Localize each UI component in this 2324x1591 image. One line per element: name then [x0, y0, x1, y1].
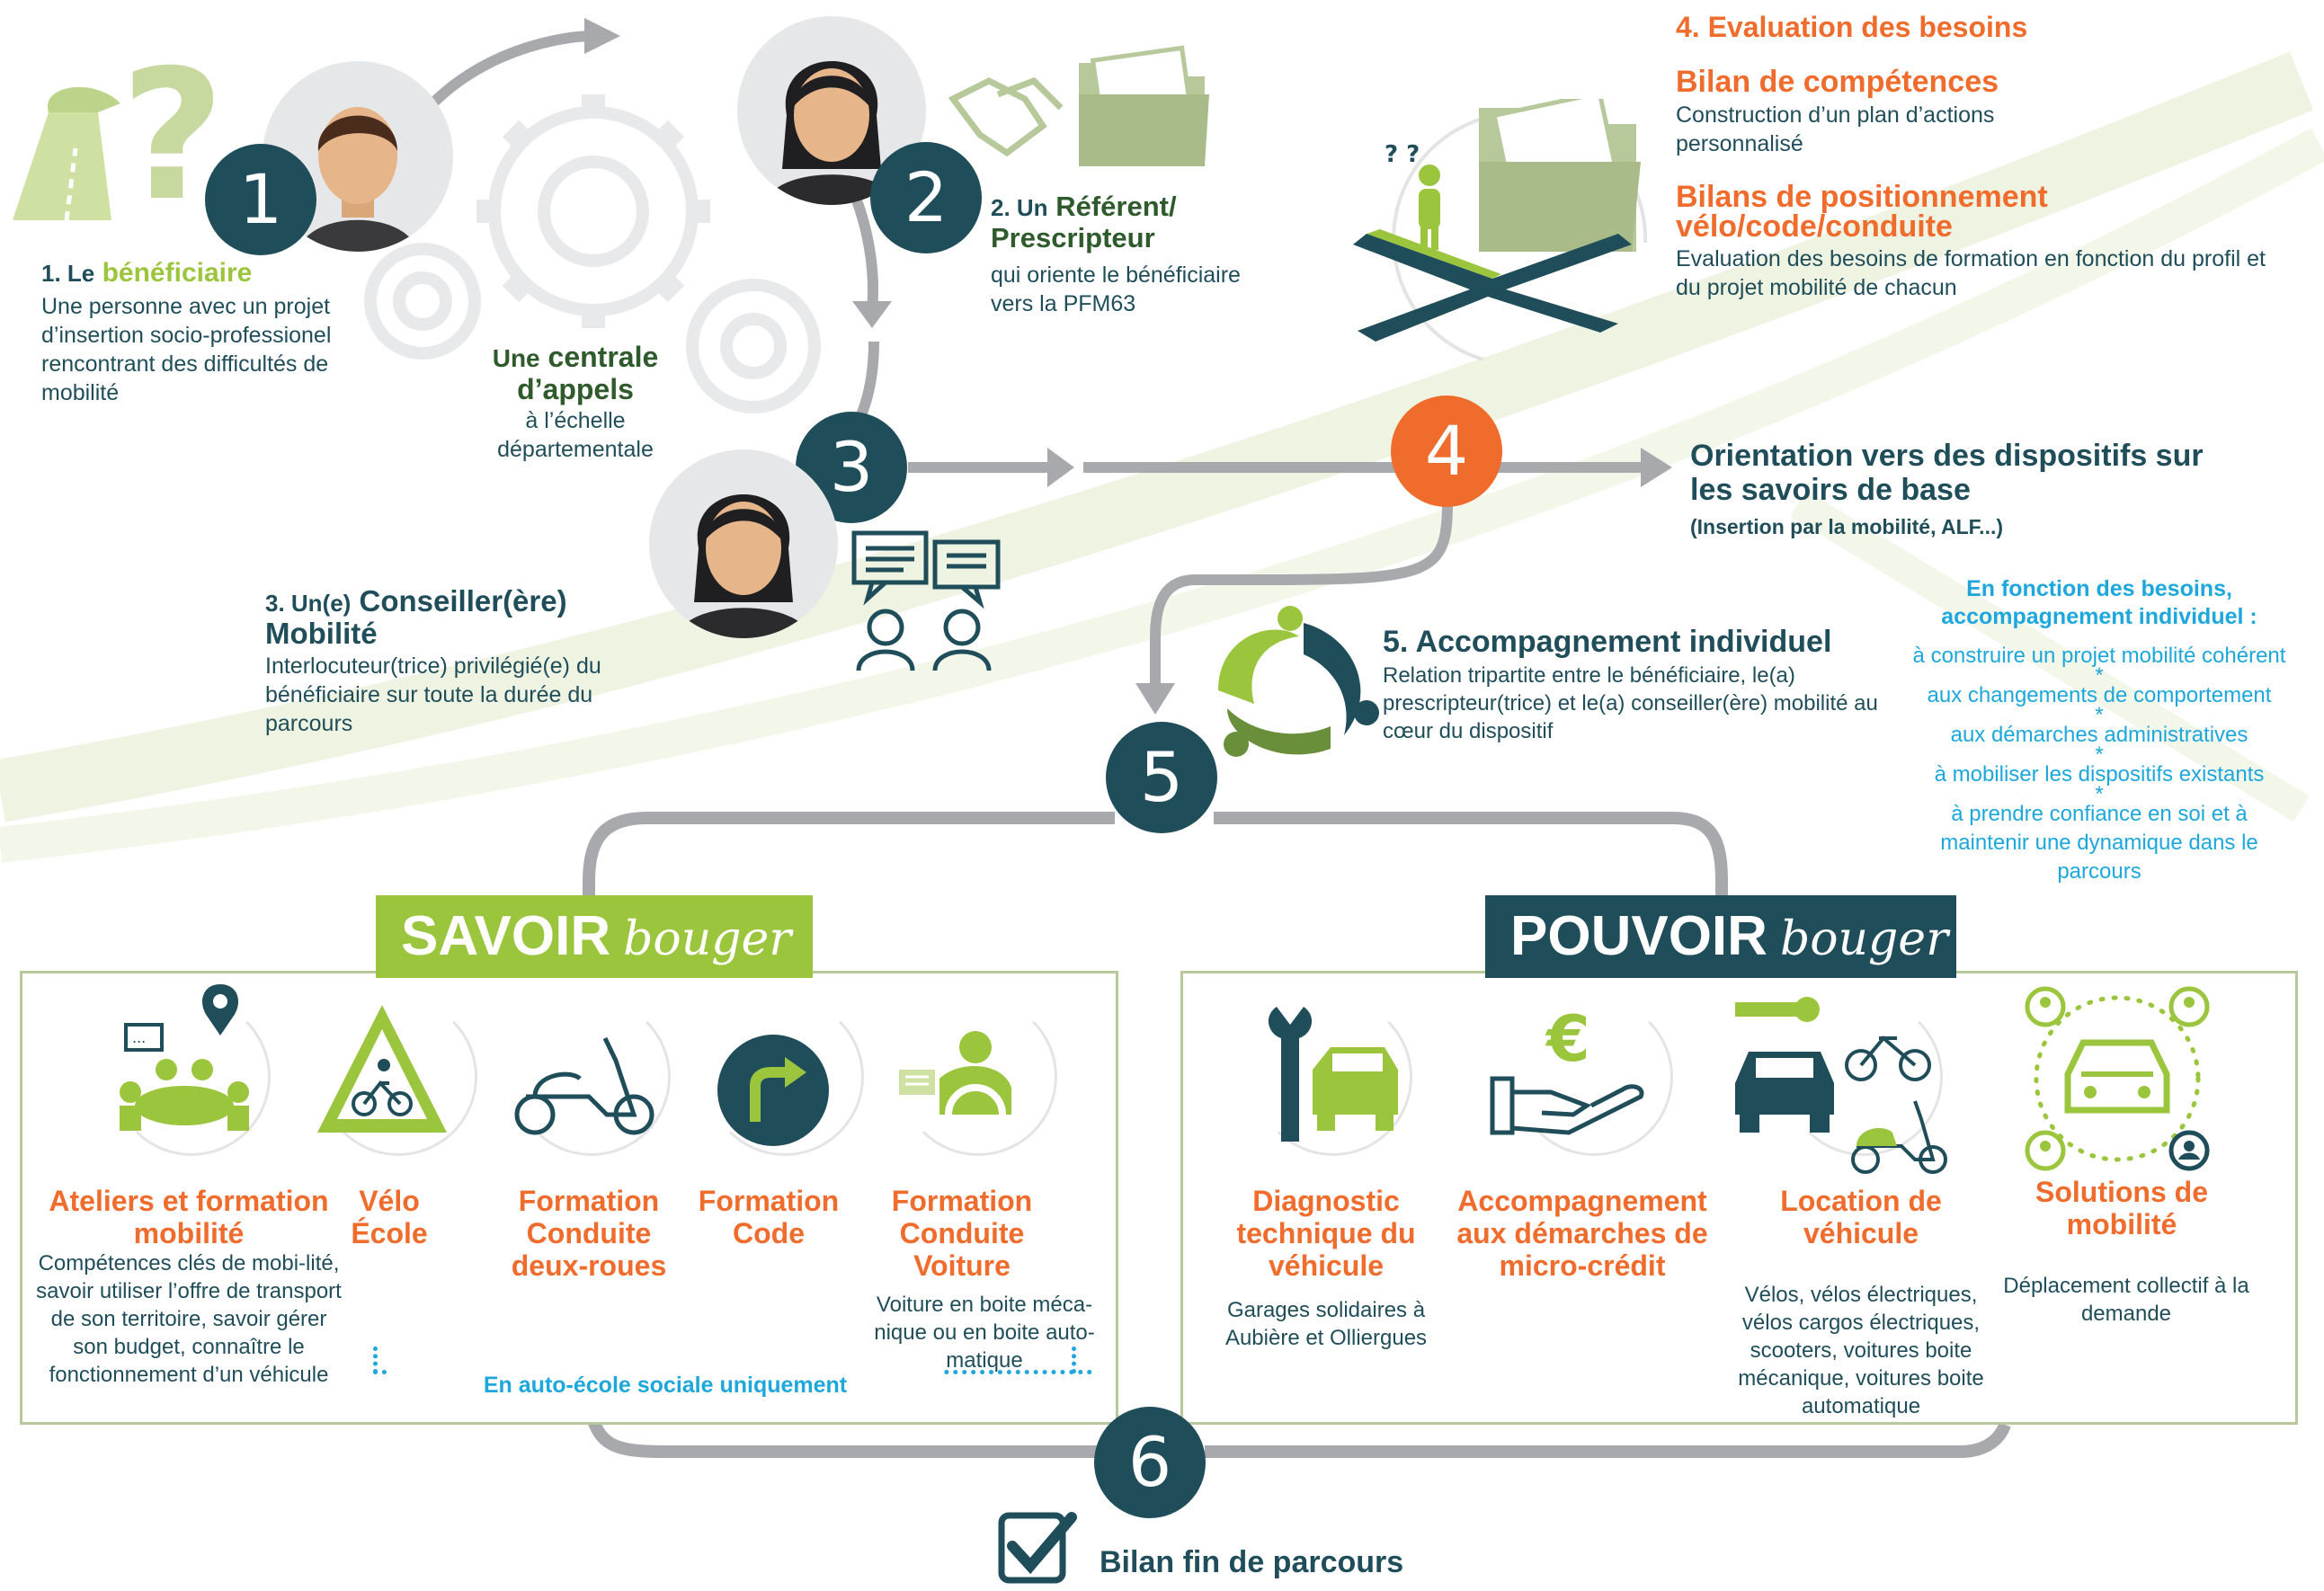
savoir-card-title: Formation Conduite Voiture — [891, 1185, 1033, 1282]
savoir-card-description: Compétences clés de mobi-lité, savoir ut… — [36, 1251, 342, 1387]
needs-separator: * — [2095, 703, 2104, 727]
savoir-card-title: Formation Code — [698, 1185, 840, 1249]
step-5-title: 5. Accompagnement individuel — [1383, 625, 1832, 659]
wrench-car-icon — [1250, 998, 1402, 1151]
auto-ecole-bracket-left — [373, 1347, 378, 1373]
orientation-subtitle: (Insertion par la mobilité, ALF...) — [1690, 515, 2004, 538]
savoir-card-circle — [319, 998, 477, 1156]
central-title: Une centrale d’appels — [492, 341, 659, 405]
auto-ecole-sociale-label: En auto-école sociale uniquement — [387, 1370, 944, 1400]
savoir-card-title: Formation Conduite deux-roues — [511, 1185, 667, 1282]
pouvoir-card-circle — [1515, 998, 1673, 1156]
pouvoir-card-title: Accompagnement aux démarches de micro-cr… — [1456, 1185, 1708, 1282]
needs-panel: En fonction des besoins, accompagnement … — [1879, 575, 2320, 886]
needs-separator: * — [2095, 663, 2104, 688]
needs-item-1: à construire un projet mobilité cohérent — [1912, 644, 2286, 668]
svg-text:...: ... — [132, 1029, 146, 1046]
step-4-title: 4. Evaluation des besoins — [1676, 11, 2028, 43]
bilans-positionnement-description: Evaluation des besoins de formation en f… — [1676, 246, 2266, 300]
avatar-referent — [737, 16, 926, 205]
bilans-positionnement-title: Bilans de positionnement vélo/code/condu… — [1676, 180, 2048, 244]
bike-sign-icon — [310, 998, 454, 1142]
euro-hand-icon: € — [1488, 1002, 1650, 1142]
svg-text:€: € — [1545, 1007, 1590, 1076]
bilan-competences-description: Construction d’un plan d’actions personn… — [1676, 102, 1995, 156]
chat-people-icon — [850, 529, 1002, 672]
step-1-badge: 1 — [205, 144, 316, 255]
pouvoir-card-title: Solutions de mobilité — [2035, 1176, 2208, 1240]
needs-separator: * — [2095, 782, 2104, 806]
pouvoir-card-description: Déplacement collectif à la demande — [2003, 1274, 2249, 1326]
shared-car-icon — [2018, 980, 2216, 1178]
step-5-description: Relation tripartite entre le bénéficiair… — [1383, 663, 1878, 743]
savoir-card-circle — [512, 998, 671, 1156]
step-2-badge: 2 — [870, 142, 982, 253]
pouvoir-card-description: Garages solidaires à Aubière et Olliergu… — [1224, 1298, 1428, 1350]
step-6-title: Bilan fin de parcours — [1100, 1545, 1404, 1579]
step-3-title: 3. Un(e) Conseiller(ère) Mobilité — [265, 584, 567, 650]
avatar-conseiller — [649, 449, 838, 638]
step-1-title: 1. Le bénéficiaire — [41, 258, 253, 288]
handshake-folder-icon — [944, 45, 1214, 171]
road-sign-icon — [715, 1032, 832, 1149]
orientation-title: Orientation vers des dispositifs sur les… — [1690, 439, 2204, 507]
needs-item-2: aux changements de comportement — [1927, 683, 2272, 707]
savoir-card-description: Voiture en boite méca-nique ou en boite … — [874, 1293, 1095, 1373]
pouvoir-card-circle — [1254, 998, 1412, 1156]
bilan-competences-title: Bilan de compétences — [1676, 65, 1999, 99]
savoir-card-title: Vélo École — [351, 1185, 428, 1249]
step-3-description: Interlocuteur(trice) privilégié(e) du bé… — [265, 653, 601, 736]
needs-item-4: à mobiliser les dispositifs existants — [1934, 762, 2265, 787]
step-2-title: 2. Un Référent/ Prescripteur — [991, 191, 1177, 253]
scooter-icon — [508, 1034, 661, 1142]
question-road-icon: ? — [13, 31, 237, 241]
pouvoir-card-description: Vélos, vélos électriques, vélos cargos é… — [1738, 1283, 1984, 1418]
step-5-badge: 5 — [1106, 722, 1217, 833]
crossroads-icon: ? ? — [1349, 90, 1654, 369]
checkbox-icon — [996, 1510, 1077, 1587]
auto-ecole-bracket-right — [1072, 1347, 1076, 1373]
needs-item-5: à prendre confiance en soi et à mainteni… — [1940, 802, 2258, 884]
savoir-card-circle — [112, 998, 271, 1156]
workshop-icon: ... — [108, 980, 261, 1142]
savoir-card-circle — [706, 998, 864, 1156]
tripartite-icon — [1200, 600, 1389, 762]
needs-heading: En fonction des besoins, accompagnement … — [1941, 576, 2257, 629]
pouvoir-card-title: Diagnostic technique du véhicule — [1236, 1185, 1416, 1282]
driver-icon — [895, 1025, 1029, 1145]
step-1-description: Une personne avec un projet d’insertion … — [41, 294, 332, 405]
svg-text:? ?: ? ? — [1385, 141, 1420, 168]
step-2-description: qui oriente le bénéficiaire vers la PFM6… — [991, 262, 1241, 316]
needs-item-3: aux démarches administratives — [1950, 723, 2248, 747]
pouvoir-card-title: Location de véhicule — [1780, 1185, 1942, 1249]
savoir-card-title: Ateliers et formation mobilité — [49, 1185, 329, 1249]
central-description: à l’échelle départementale — [497, 408, 654, 462]
needs-separator: * — [2095, 742, 2104, 767]
rental-icon — [1731, 984, 1955, 1182]
step-4-badge: 4 — [1391, 396, 1502, 507]
step-6-badge: 6 — [1094, 1407, 1206, 1518]
